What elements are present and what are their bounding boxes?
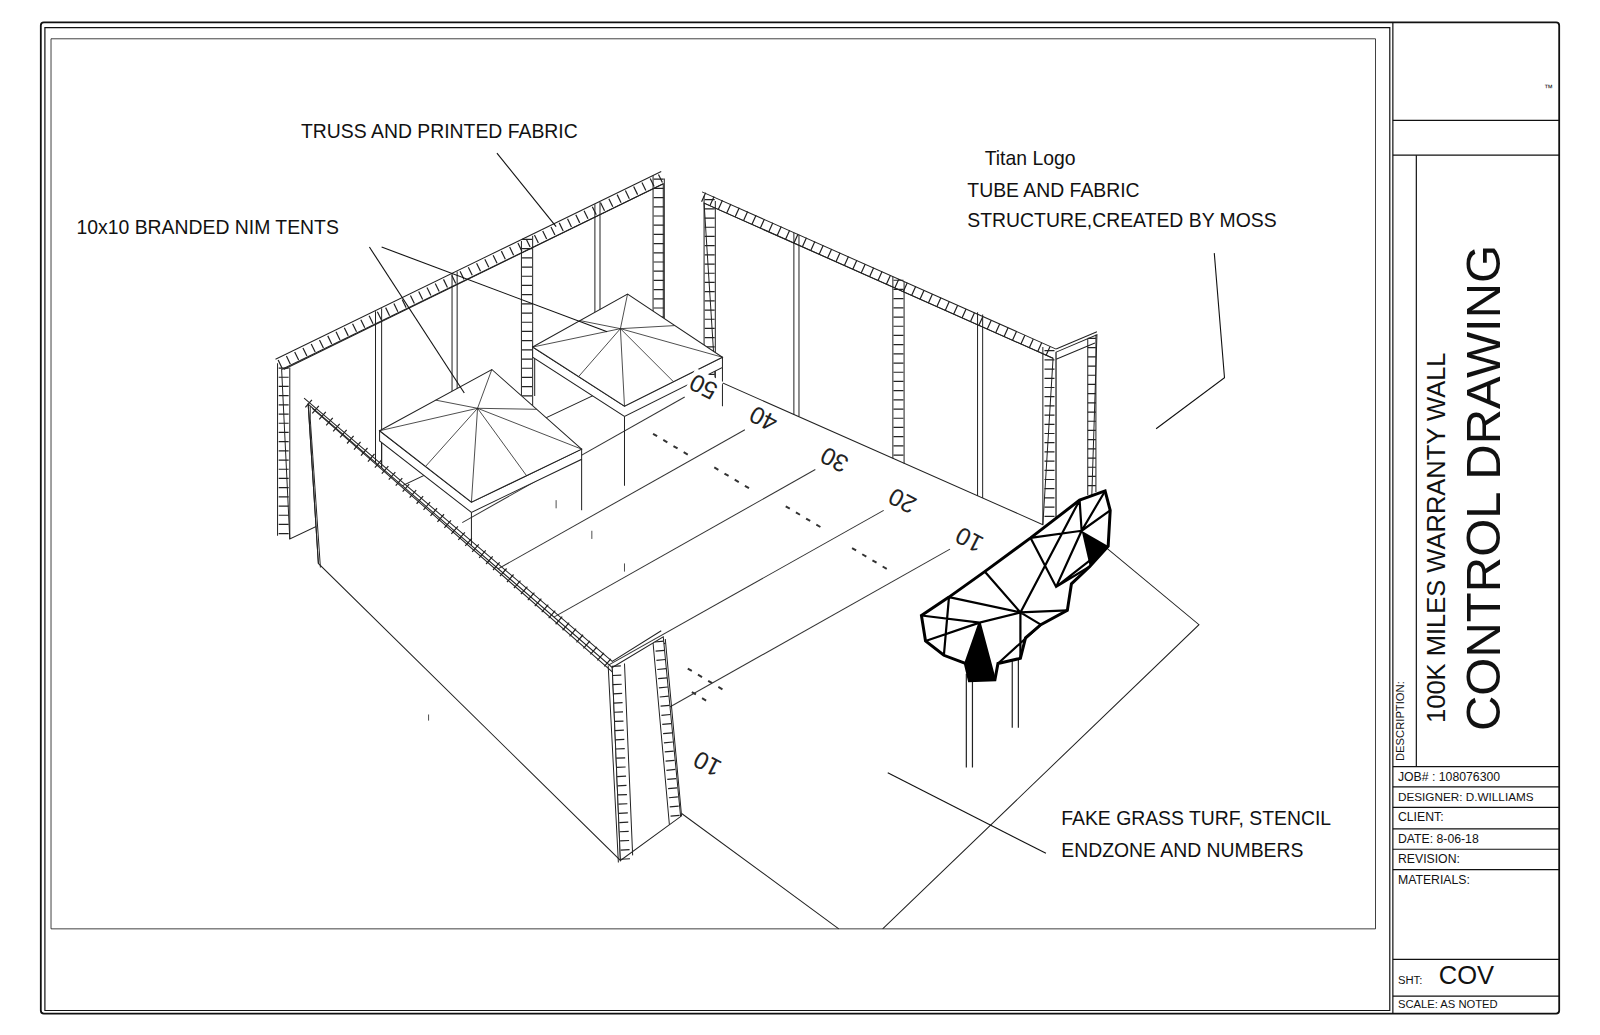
yard-number: 20 bbox=[884, 482, 923, 518]
logo-facets bbox=[921, 491, 1110, 680]
truss-lacing bbox=[616, 641, 675, 859]
title-block-field: REVISION: bbox=[1398, 853, 1460, 865]
yard-line bbox=[522, 470, 815, 635]
back-right-wall bbox=[702, 192, 1097, 525]
title-block-rule bbox=[1416, 155, 1417, 766]
yard-number: 30 bbox=[815, 441, 854, 477]
truss-lacing bbox=[1044, 350, 1054, 521]
leader-line bbox=[382, 247, 608, 332]
callout-text: FAKE GRASS TURF, STENCIL bbox=[1061, 809, 1331, 828]
yard-number: 10 bbox=[688, 745, 727, 781]
frame-post bbox=[794, 233, 983, 498]
title-block-rules bbox=[1393, 120, 1559, 996]
callout-text: 10x10 BRANDED NIM TENTS bbox=[77, 218, 339, 237]
callout-text: TUBE AND FABRIC bbox=[967, 181, 1139, 200]
truss-chord bbox=[893, 277, 904, 464]
panel-detail bbox=[429, 500, 625, 720]
sheet-number: COV bbox=[1439, 963, 1494, 989]
title-block-field: SHT: bbox=[1398, 975, 1422, 986]
truss-chord bbox=[1088, 335, 1096, 495]
title-block-field: DATE: 8-06-18 bbox=[1398, 833, 1479, 845]
drawing-border bbox=[45, 28, 1390, 1011]
callout-text: Titan Logo bbox=[985, 149, 1076, 168]
drawing-description: 100K MILES WARRANTY WALL bbox=[1424, 352, 1450, 723]
truss-lacing bbox=[308, 403, 613, 667]
leader-line bbox=[1156, 253, 1224, 429]
truss-chord bbox=[304, 398, 665, 674]
tent-canopy bbox=[380, 369, 582, 502]
truss-chord bbox=[1043, 347, 1056, 525]
title-block-field: DESCRIPTION: bbox=[1395, 682, 1406, 762]
yard-number: 40 bbox=[744, 400, 783, 436]
leader-lines bbox=[369, 153, 1224, 853]
return-panel bbox=[612, 637, 680, 861]
logo-facet-shade bbox=[965, 623, 995, 681]
turf-edge bbox=[682, 510, 1199, 928]
truss-lacing bbox=[1088, 338, 1096, 493]
truss-chord bbox=[278, 363, 290, 539]
logo-outline bbox=[921, 491, 1110, 681]
front-left-wall bbox=[304, 398, 682, 862]
sheet-frame bbox=[41, 22, 1559, 1013]
logo-facet-shade bbox=[1082, 531, 1109, 567]
title-block-edge bbox=[1392, 22, 1393, 1013]
leader-line bbox=[369, 247, 464, 393]
truss-lacing bbox=[893, 280, 903, 461]
return-panel bbox=[1056, 335, 1097, 519]
title-block-field: MATERIALS: bbox=[1398, 874, 1470, 886]
leader-line bbox=[497, 153, 556, 226]
callout-text: STRUCTURE,CREATED BY MOSS bbox=[967, 211, 1276, 230]
fabric-panel bbox=[704, 203, 1053, 525]
drawing-title: CONTROL DRAWING bbox=[1459, 245, 1508, 731]
trademark-mark: ™ bbox=[1544, 84, 1553, 93]
callout-text: ENDZONE AND NUMBERS bbox=[1061, 841, 1303, 860]
yard-number: 50 bbox=[685, 368, 724, 404]
title-block-field: DESIGNER: D.WILLIAMS bbox=[1398, 791, 1534, 803]
truss-chord bbox=[1056, 332, 1097, 360]
titan-logo bbox=[921, 491, 1110, 768]
leader-line bbox=[888, 773, 1046, 854]
truss-lacing bbox=[522, 239, 532, 425]
yard-number: 10 bbox=[950, 521, 989, 557]
turf-floor bbox=[682, 510, 1199, 928]
view-border bbox=[51, 39, 1375, 929]
canopy-seam bbox=[380, 369, 582, 502]
callout-text: TRUSS AND PRINTED FABRIC bbox=[301, 122, 578, 141]
outer-border bbox=[41, 22, 1559, 1013]
title-block-field: JOB# : 108076300 bbox=[1398, 771, 1500, 783]
hash-marks bbox=[653, 434, 887, 701]
truss-lacing bbox=[279, 367, 289, 536]
title-block-field: CLIENT: bbox=[1398, 811, 1444, 823]
truss-chord bbox=[308, 404, 320, 567]
title-block-field: SCALE: AS NOTED bbox=[1398, 999, 1498, 1010]
truss-chord bbox=[608, 639, 681, 863]
